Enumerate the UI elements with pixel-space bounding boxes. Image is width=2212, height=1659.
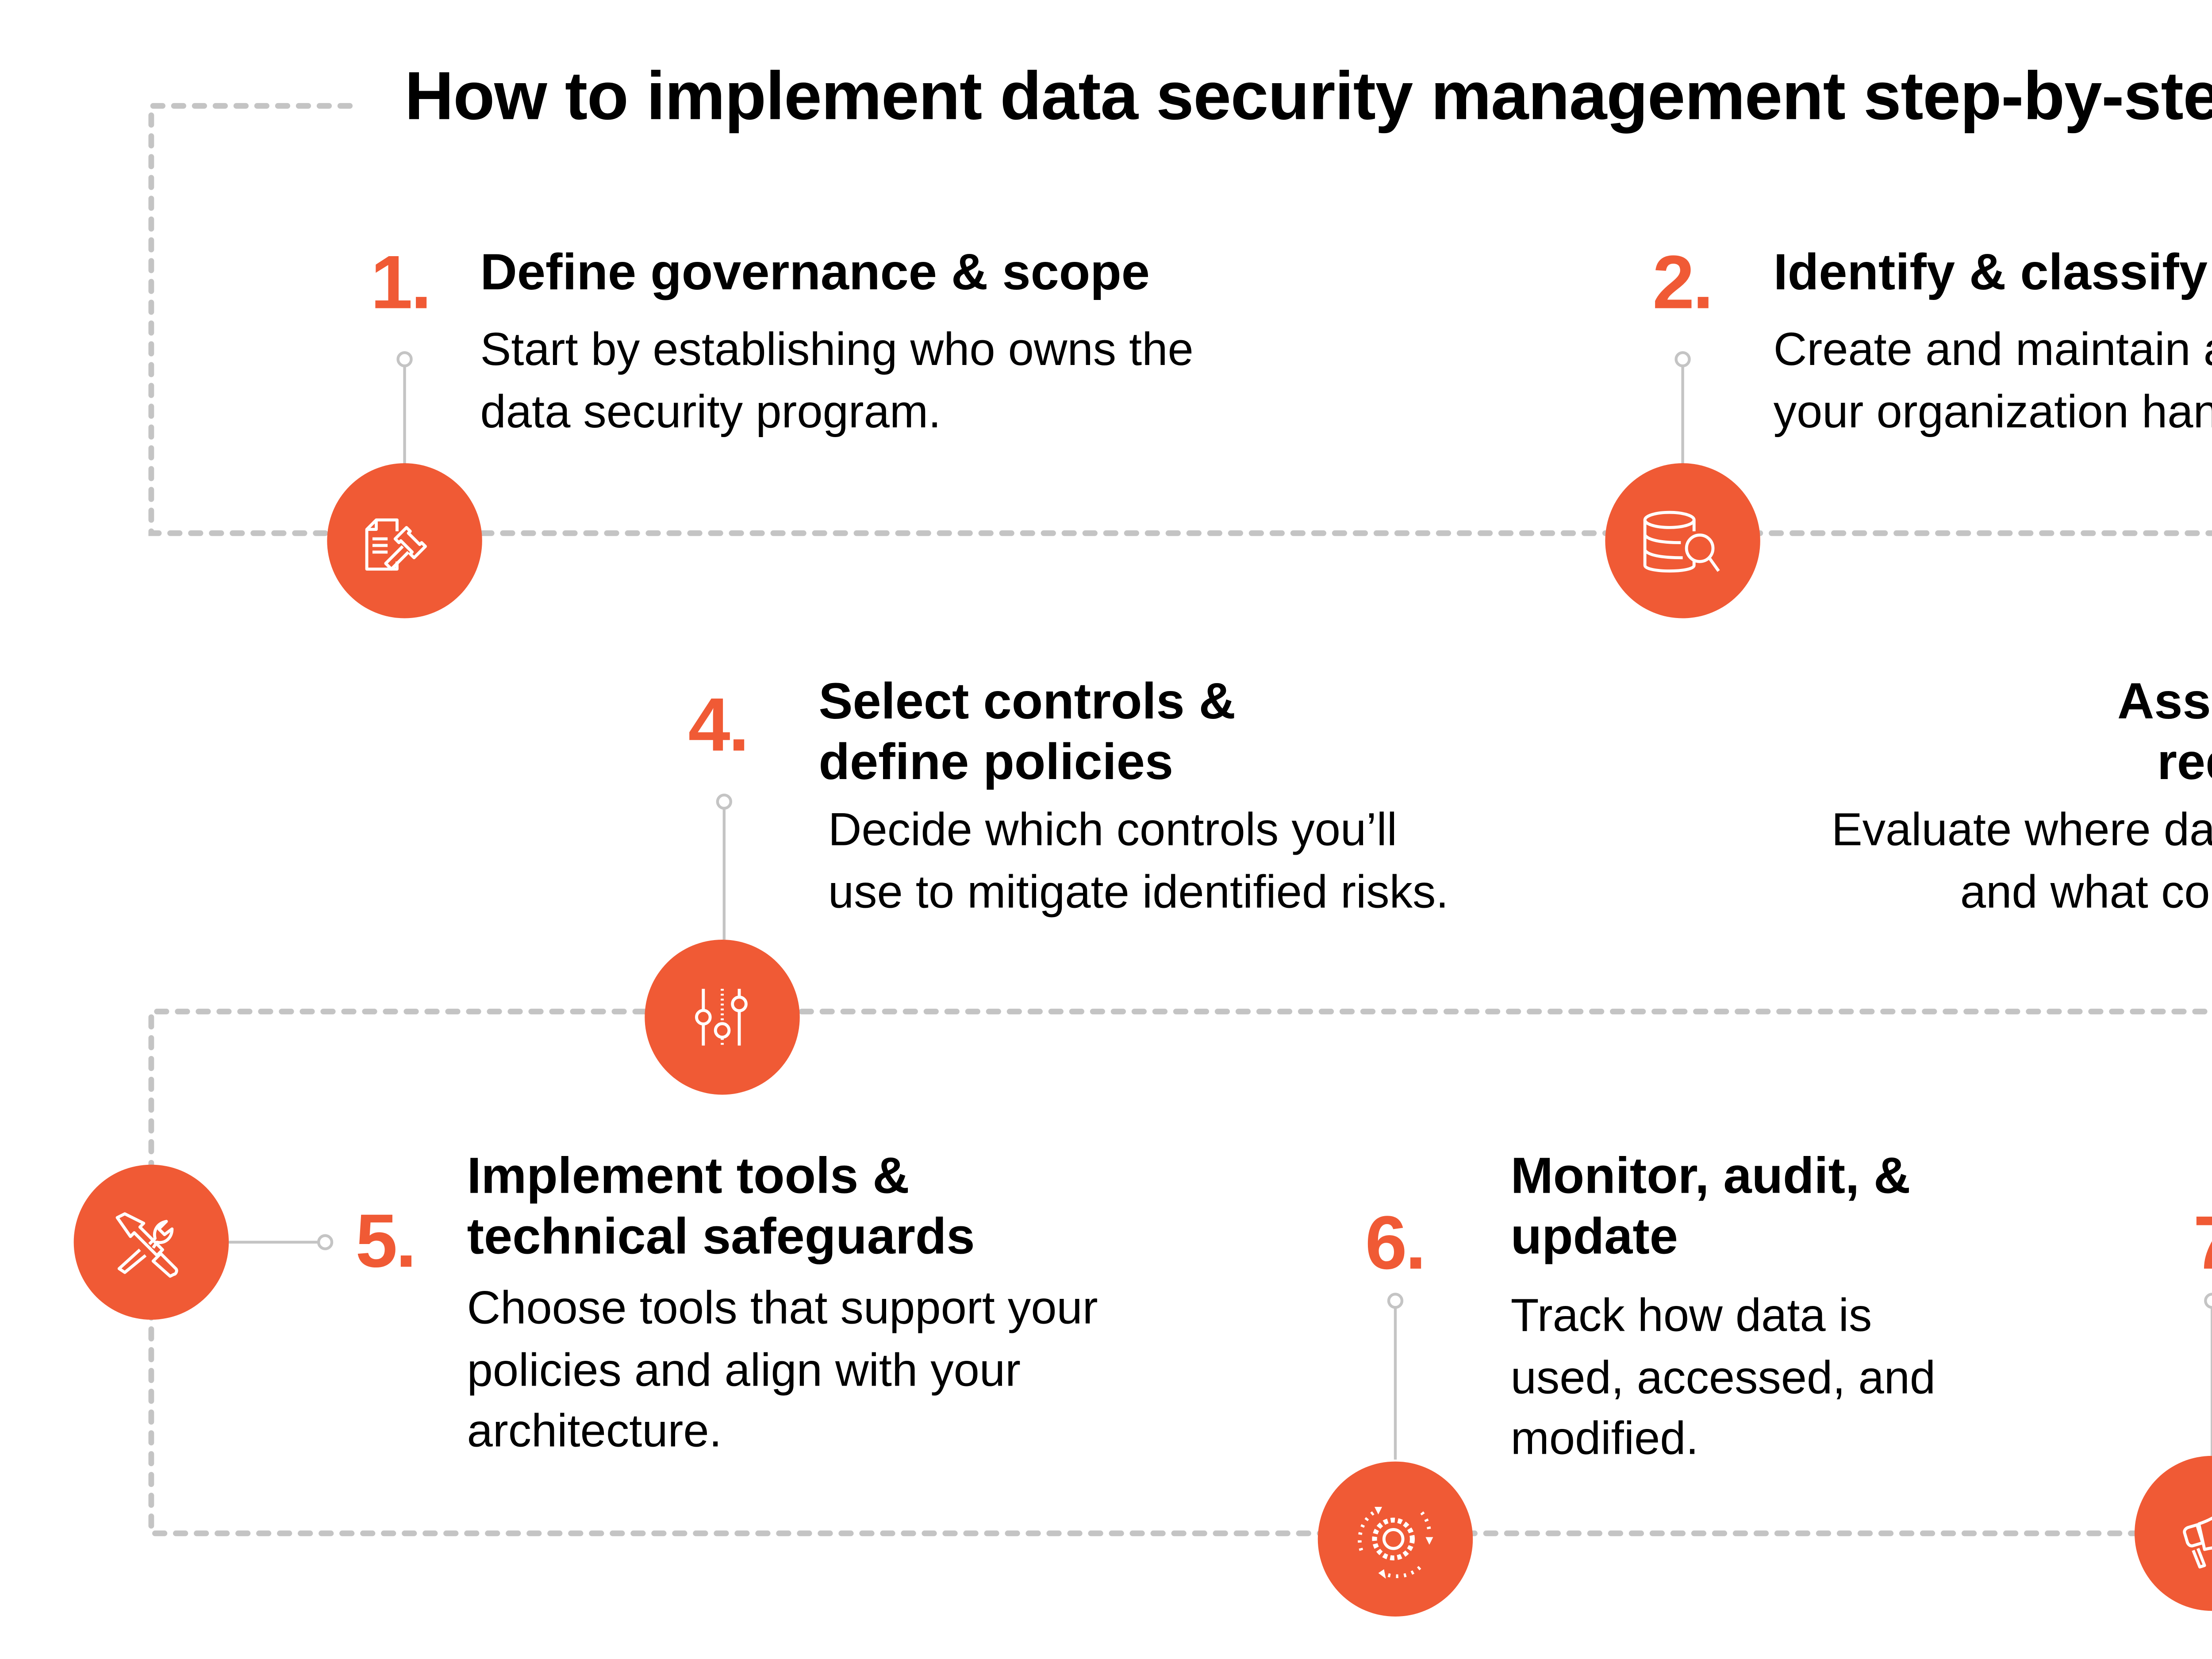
step-5-description-line: architecture.: [467, 1406, 722, 1458]
step-3-description-line: and what could go wrong.: [1960, 867, 2212, 918]
step-6-description: Track how data is used, accessed, and mo…: [1511, 1287, 1936, 1472]
megaphone-icon: [2183, 1517, 2212, 1569]
step-3-heading-line: requirements: [2157, 733, 2212, 791]
step-1-description: Start by establishing who owns the data …: [480, 322, 1194, 445]
step-4-description: Decide which controls you’ll use to miti…: [828, 802, 1449, 925]
step-2-heading: Identify & classify data: [1773, 244, 2212, 301]
step-2-description: Create and maintain an inventory of the …: [1774, 322, 2212, 445]
step-3-description-line: Evaluate where data is exposed: [1831, 805, 2212, 856]
step-6-heading: Monitor, audit, & update: [1511, 1146, 1911, 1267]
step-1-description-line: Start by establishing who owns the: [480, 325, 1194, 376]
step-4-description-line: use to mitigate identified risks.: [828, 867, 1449, 918]
step-2-number: 2.: [1652, 242, 1713, 326]
step-4-icon-badge: [645, 940, 800, 1095]
step-5-heading-line: Implement tools &: [467, 1148, 910, 1205]
step-4-number: 4.: [688, 684, 749, 768]
step-1-number: 1.: [370, 242, 432, 326]
step-3-heading: Assess risks & requirements: [2117, 671, 2212, 792]
step-2-description-line: your organization handles.: [1773, 386, 2212, 438]
step-6-heading-line: Monitor, audit, &: [1510, 1148, 1911, 1205]
step-6-description-line: Track how data is: [1510, 1291, 1872, 1343]
step-6-icon-badge: [1317, 1461, 1473, 1617]
step-2-description-line: Create and maintain an inventory of the …: [1773, 325, 2212, 376]
step-6-description-line: used, accessed, and: [1510, 1352, 1936, 1404]
step-5-icon-badge: [73, 1164, 229, 1320]
step-4-description-line: Decide which controls you’ll: [828, 805, 1398, 856]
step-3-heading-line: Assess risks &: [2117, 673, 2212, 730]
step-6-description-line: modified.: [1510, 1414, 1699, 1466]
step-5-number: 5.: [355, 1200, 416, 1284]
sliders-icon: [695, 989, 748, 1046]
step-1-icon-badge: [327, 463, 482, 618]
step-7-icon-badge: [2135, 1455, 2212, 1611]
document-gavel-icon: [365, 518, 427, 571]
step-4-heading-line: Select controls &: [818, 673, 1236, 730]
wrench-screwdriver-icon: [115, 1212, 178, 1278]
step-1-heading: Define governance & scope: [480, 244, 1150, 301]
step-4-heading: Select controls & define policies: [819, 671, 1236, 792]
step-1-description-line: data security program.: [480, 386, 941, 438]
step-6-heading-line: update: [1510, 1208, 1678, 1265]
step-5-description-line: Choose tools that support your: [467, 1283, 1098, 1335]
step-5-heading-line: technical safeguards: [467, 1208, 975, 1265]
step-6-number: 6.: [1365, 1202, 1426, 1286]
step-3-description: Evaluate where data is exposed and what …: [1832, 802, 2212, 925]
step-2-icon-badge: [1605, 463, 1760, 618]
step-5-heading: Implement tools & technical safeguards: [467, 1146, 975, 1267]
step-5-description-line: policies and align with your: [467, 1345, 1021, 1397]
step-7-number: 7.: [2193, 1206, 2212, 1282]
page-title: How to implement data security managemen…: [404, 57, 2212, 134]
step-4-heading-line: define policies: [818, 733, 1174, 791]
database-search-icon: [1643, 511, 1720, 573]
step-5-description: Choose tools that support your policies …: [467, 1280, 1098, 1464]
gear-cycle-icon: [1358, 1507, 1433, 1579]
